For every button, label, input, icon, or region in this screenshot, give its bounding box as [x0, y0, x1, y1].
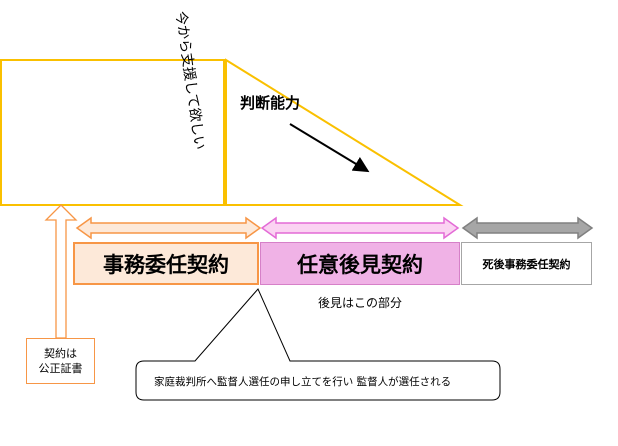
shigo-jimu-label: 死後事務委任契約 — [482, 257, 571, 271]
callout-bubble — [135, 288, 501, 401]
nini-kouken-label: 任意後見契約 — [297, 252, 423, 277]
notary-note-line2: 公正証書 — [38, 362, 83, 375]
shigo-jimu-contract-box: 死後事務委任契約 — [461, 242, 592, 285]
kouken-note: 後見はこの部分 — [318, 296, 403, 310]
declining-ability-shape — [225, 58, 464, 206]
decline-arrow — [289, 123, 370, 173]
jimu-inin-contract-box: 事務委任契約 — [73, 242, 259, 285]
jimu-inin-span-arrow — [75, 216, 262, 240]
nini-kouken-span-arrow — [260, 216, 460, 240]
ability-label: 判断能力 — [240, 94, 301, 112]
callout-text: 家庭裁判所へ監督人選任の申し立てを行い 監督人が選任される — [154, 376, 452, 388]
jimu-inin-label: 事務委任契約 — [103, 252, 229, 277]
shigo-jimu-span-arrow — [461, 216, 594, 240]
nini-kouken-contract-box: 任意後見契約 — [260, 242, 460, 285]
notary-up-arrow — [44, 204, 78, 339]
vertical-label-text: 今から支援して欲しい — [172, 10, 207, 150]
full-ability-rect — [0, 59, 225, 206]
notary-note-line1: 契約は — [44, 347, 77, 360]
vertical-label: 今から支援して欲しい — [172, 10, 207, 150]
notary-note-box: 契約は 公正証書 — [26, 338, 95, 384]
